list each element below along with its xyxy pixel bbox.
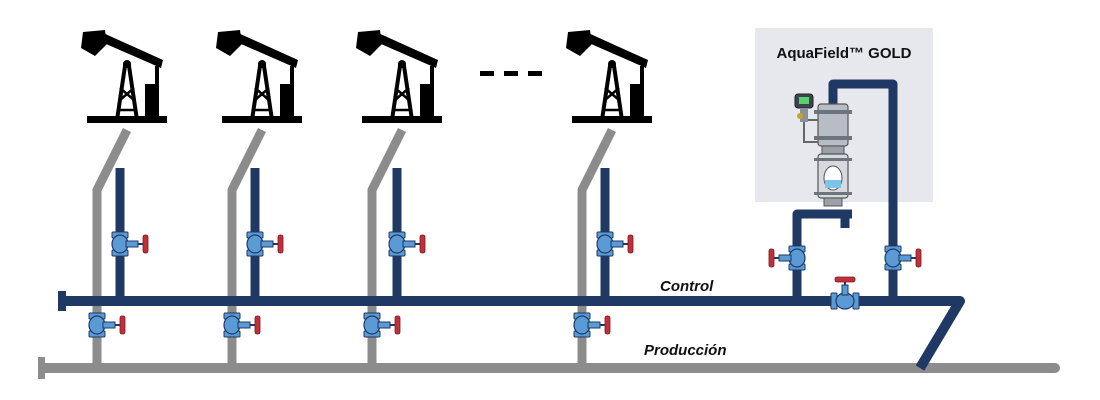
product-panel-title: AquaField™ GOLD	[777, 45, 912, 62]
production-valve-2[interactable]	[223, 312, 261, 338]
production-line-label: Producción	[644, 342, 727, 359]
pumpjack-3-icon	[354, 28, 444, 125]
control-valve-3[interactable]	[388, 231, 426, 257]
production-valve-3[interactable]	[363, 312, 401, 338]
pumpjack-n-icon	[564, 28, 654, 125]
production-header	[38, 357, 1060, 379]
control-line-label: Control	[660, 278, 714, 295]
control-header	[58, 291, 965, 371]
ellipsis-icon	[480, 71, 542, 76]
production-valve-1[interactable]	[88, 312, 126, 338]
control-valve-2[interactable]	[246, 231, 284, 257]
bypass-valve[interactable]	[830, 276, 860, 310]
production-risers	[92, 127, 617, 368]
control-valve-n[interactable]	[596, 231, 634, 257]
meter-inlet-valve[interactable]	[768, 245, 806, 271]
control-valve-1[interactable]	[111, 231, 149, 257]
aquafield-meter-icon	[794, 93, 852, 207]
pumpjack-2-icon	[214, 28, 304, 125]
control-risers	[115, 168, 610, 301]
pumpjack-1-icon	[79, 28, 169, 125]
meter-outlet-valve[interactable]	[884, 245, 922, 271]
production-valve-n[interactable]	[573, 312, 611, 338]
